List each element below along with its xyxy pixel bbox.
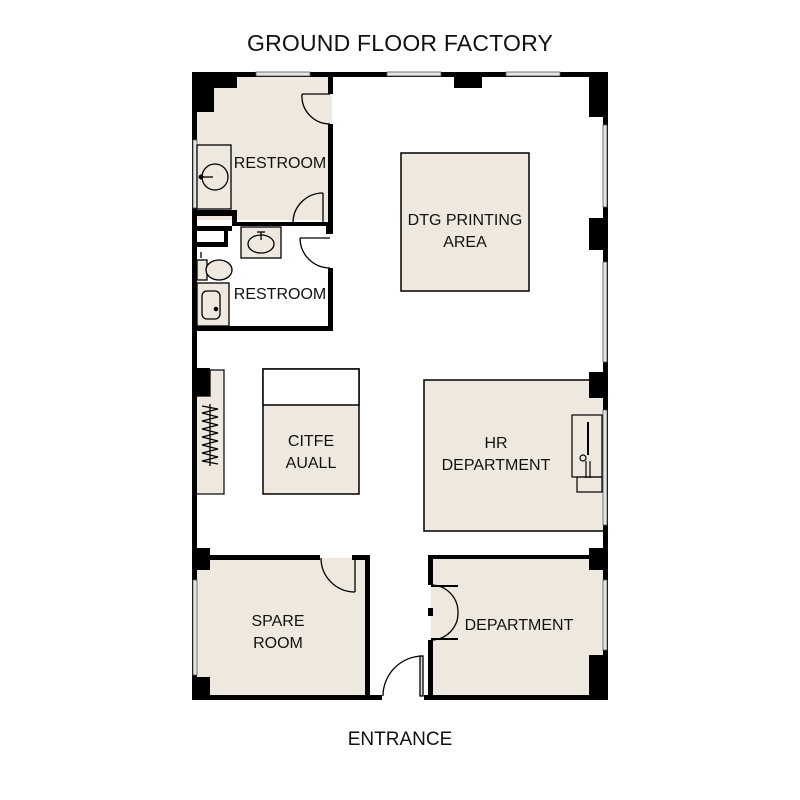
- plan-title: GROUND FLOOR FACTORY: [246, 30, 554, 56]
- entrance-label: ENTRANCE: [347, 729, 453, 750]
- department-fill: [431, 558, 603, 696]
- citfe-label-line1: CITFE: [288, 433, 334, 450]
- restroom-fixtures: [196, 144, 282, 327]
- toilet-icon: [205, 259, 233, 281]
- door-swing-restroom-2: [299, 237, 331, 269]
- rack-zigzag: [195, 369, 219, 466]
- restroom-2-label: RESTROOM: [234, 286, 326, 303]
- room-walls: [192, 555, 608, 700]
- room-labels: RESTROOM RESTROOM DTG PRINTING AREA CITF…: [234, 155, 574, 652]
- department-label: DEPARTMENT: [465, 617, 574, 634]
- spare-room-fill: [196, 558, 366, 696]
- hr-label-line2: DEPARTMENT: [442, 457, 551, 474]
- door-swing-restroom-1: [301, 93, 331, 125]
- door-swing-entrance: [382, 655, 424, 697]
- dtg-label-line1: DTG PRINTING: [408, 212, 523, 229]
- citfe-label-line2: AUALL: [286, 455, 337, 472]
- citfe-auall-top: [262, 368, 360, 406]
- dtg-printing-area-block: [400, 152, 530, 292]
- door-swing-restroom-1b: [292, 192, 324, 225]
- hr-fixture: [571, 414, 603, 493]
- hr-department-block: [423, 379, 605, 532]
- door-swing-spare-room: [320, 557, 356, 593]
- spare-label-line1: SPARE: [251, 613, 304, 630]
- restroom-walls: [192, 72, 333, 331]
- shower-basin-icon: [201, 290, 221, 320]
- dtg-label-line2: AREA: [443, 234, 487, 251]
- hr-label-line1: HR: [484, 435, 507, 452]
- windows: [192, 71, 608, 676]
- doors: [292, 93, 459, 697]
- room-fills: [195, 76, 605, 696]
- spare-label-line2: ROOM: [253, 635, 303, 652]
- restroom-1-label: RESTROOM: [234, 155, 326, 172]
